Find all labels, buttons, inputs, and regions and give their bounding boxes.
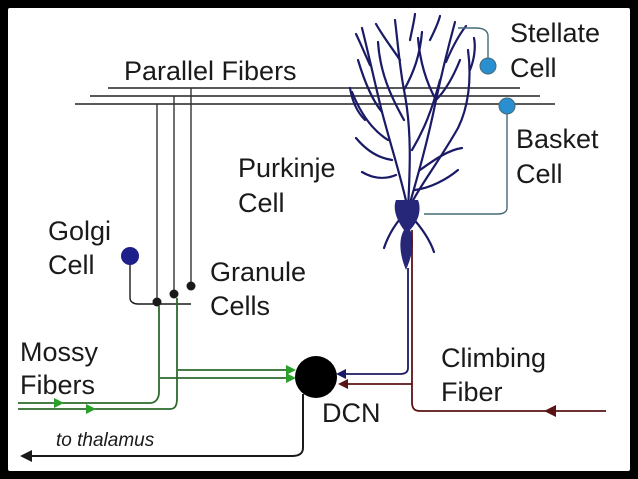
- granule-axons: [156, 88, 192, 300]
- climbing-fiber-label-line1: Climbing: [441, 343, 547, 373]
- purkinje-arrowhead: [336, 369, 346, 379]
- stellate-axon: [458, 27, 489, 64]
- basket-cell-body: [498, 97, 516, 115]
- basket-cell-label-line2: Cell: [516, 159, 563, 189]
- dcn-label: DCN: [322, 398, 381, 428]
- golgi-cell-label-line1: Golgi: [48, 216, 112, 246]
- thalamus-arrowhead: [20, 450, 32, 462]
- golgi-cell-label-line2: Cell: [48, 250, 95, 280]
- thalamus-label: to thalamus: [56, 430, 155, 451]
- granule-cell-body: [186, 281, 196, 291]
- climbing-fiber-label-line2: Fiber: [441, 377, 503, 407]
- mossy-arrowhead: [54, 398, 64, 408]
- granule-cell-body: [169, 289, 179, 299]
- golgi-cell-body: [121, 247, 139, 265]
- stellate-cell-label-line1: Stellate: [510, 18, 601, 48]
- mossy-arrowhead: [86, 404, 96, 414]
- stellate-cell-body: [479, 57, 497, 75]
- climbing-to-dcn-arrowhead: [338, 379, 348, 389]
- mossy-fibers-label-line1: Mossy: [20, 337, 99, 367]
- mossy-arrowhead: [286, 373, 296, 383]
- parallel-fibers: [75, 87, 555, 105]
- granule-cell-body: [152, 297, 162, 307]
- purkinje-cell-label-line1: Purkinje: [238, 153, 336, 183]
- parallel-fibers-label: Parallel Fibers: [124, 56, 297, 86]
- purkinje-cell-label-line2: Cell: [238, 188, 285, 218]
- purkinje-soma: [394, 200, 420, 270]
- climbing-fiber-arrowhead: [544, 405, 556, 417]
- stellate-cell-label-line2: Cell: [510, 53, 557, 83]
- granule-cells-label-line2: Cells: [210, 291, 271, 321]
- basket-axon: [424, 108, 508, 215]
- mossy-fibers-label-line2: Fibers: [20, 370, 96, 400]
- climbing-fiber: [411, 230, 606, 412]
- dcn-body: [295, 356, 337, 398]
- thalamus-output: [28, 394, 304, 457]
- granule-cells-label-line1: Granule: [210, 257, 307, 287]
- basket-cell-label-line1: Basket: [516, 124, 599, 154]
- mossy-fibers: [18, 298, 290, 410]
- purkinje-axon: [340, 268, 409, 375]
- golgi-axon: [129, 258, 191, 305]
- diagram-panel: [8, 8, 630, 471]
- mossy-arrowhead: [286, 365, 296, 375]
